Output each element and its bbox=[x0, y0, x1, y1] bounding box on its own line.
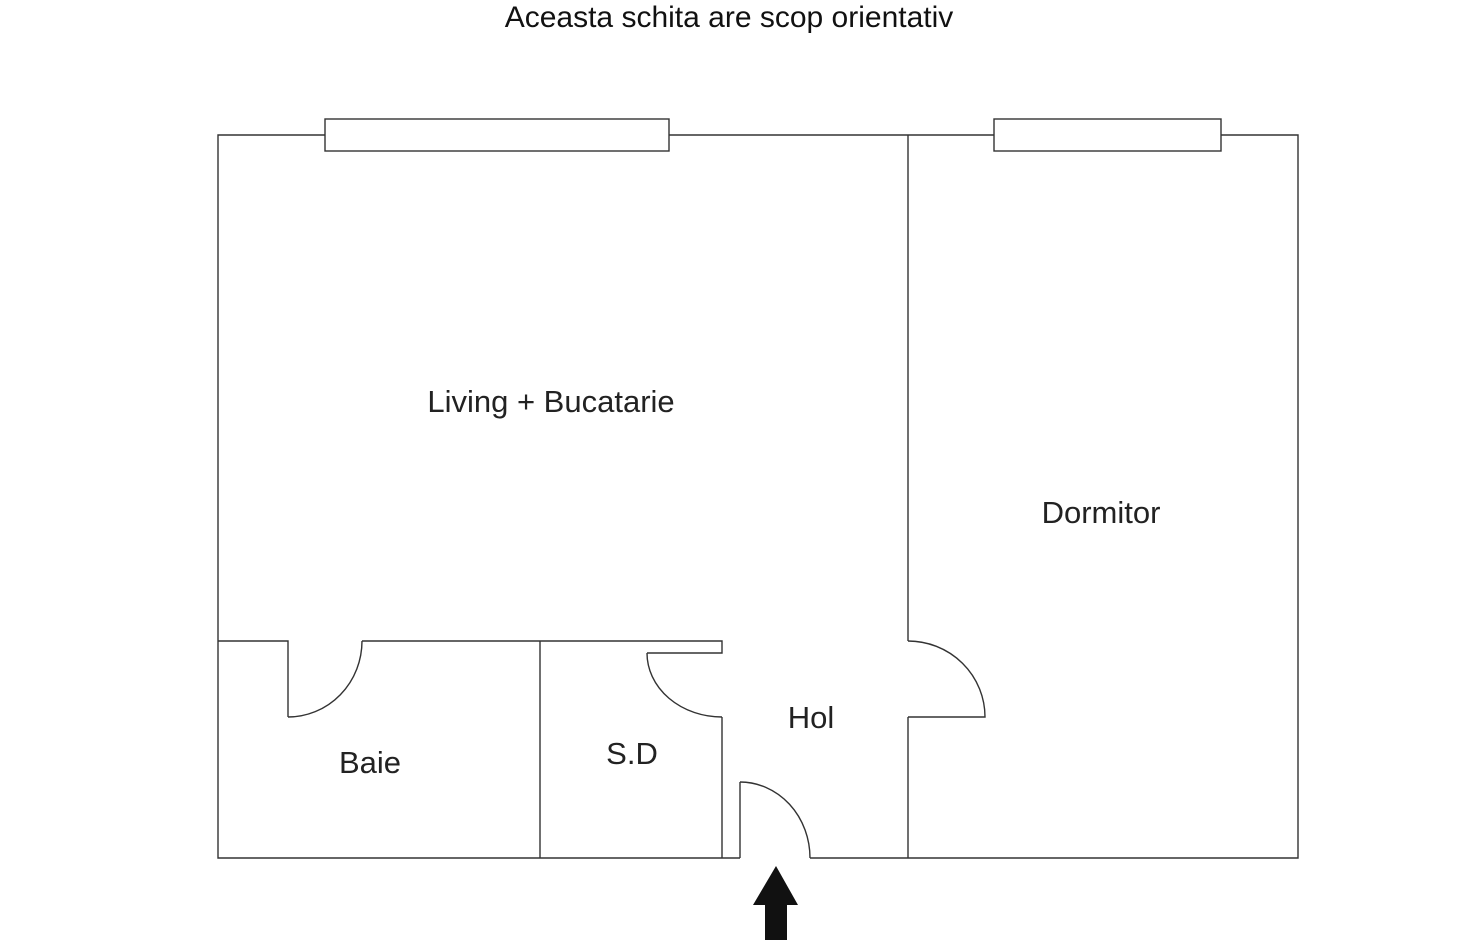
door-dormitor bbox=[907, 640, 986, 718]
room-label-baie: Baie bbox=[338, 745, 402, 780]
door-sd bbox=[646, 652, 723, 718]
door-baie bbox=[287, 640, 363, 718]
window-living bbox=[324, 118, 670, 152]
interior-walls bbox=[218, 135, 909, 858]
page-title: Aceasta schita are scop orientativ bbox=[504, 1, 954, 34]
entrance-arrow-icon bbox=[753, 866, 798, 940]
window-dormitor bbox=[993, 118, 1222, 152]
room-label-hol: Hol bbox=[787, 700, 835, 735]
room-label-sd: S.D bbox=[606, 736, 658, 771]
exterior-walls bbox=[217, 134, 1299, 859]
room-label-living: Living + Bucatarie bbox=[427, 384, 675, 419]
room-label-dormitor: Dormitor bbox=[1041, 495, 1161, 530]
door-entrance bbox=[739, 781, 811, 859]
